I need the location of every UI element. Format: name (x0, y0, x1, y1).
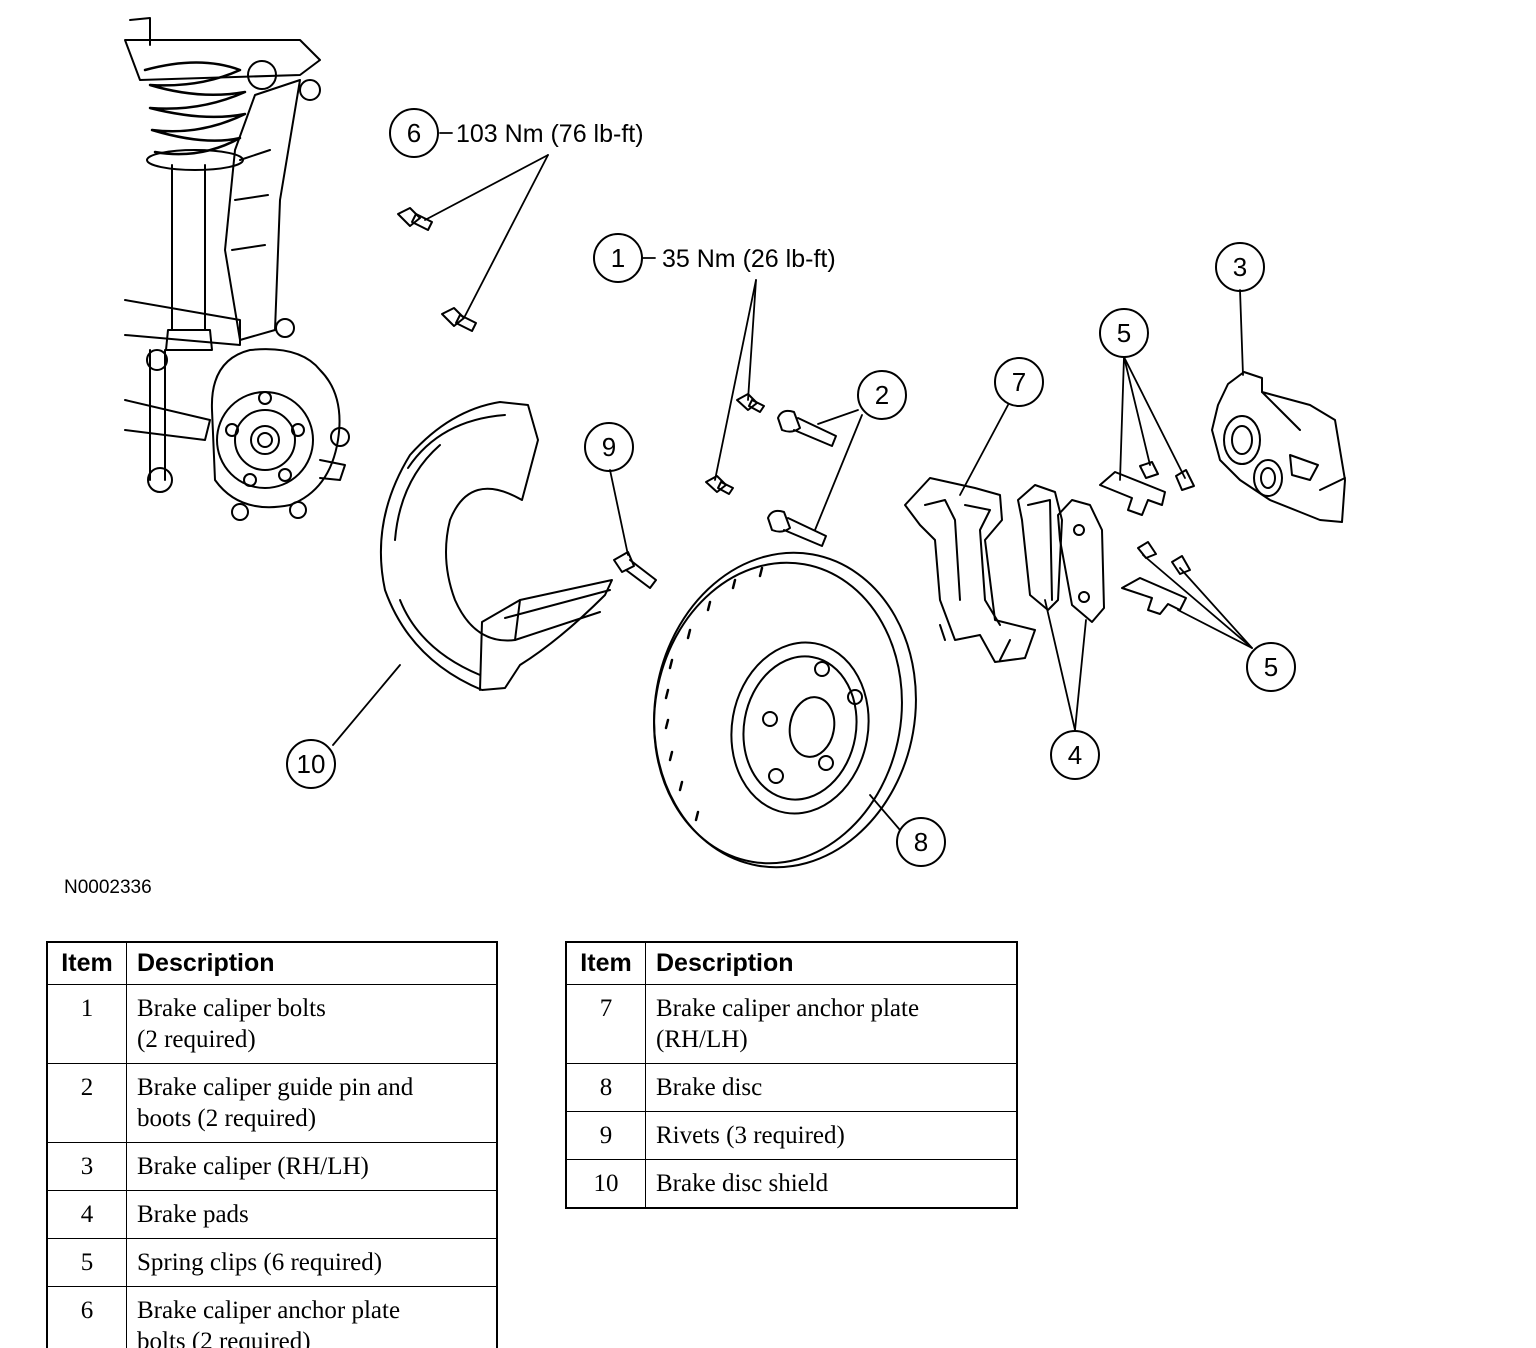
caliper-bolt-upper (736, 393, 765, 413)
header-description: Description (126, 941, 498, 985)
item-number: 1 (46, 984, 127, 1064)
item-number: 6 (46, 1286, 127, 1348)
table-row: 4 Brake pads (46, 1190, 498, 1239)
legend-table-right: Item Description 7 Brake caliper anchor … (565, 941, 1018, 1209)
table-row: 10 Brake disc shield (565, 1159, 1018, 1209)
item-number: 10 (565, 1159, 646, 1209)
exploded-brake-diagram: 1 2 3 4 5 5 6 7 (64, 17, 1346, 898)
legend-header-row: Item Description (565, 941, 1018, 985)
table-row: 9 Rivets (3 required) (565, 1111, 1018, 1160)
svg-text:8: 8 (914, 827, 928, 857)
suspension-knuckle-illustration (124, 17, 350, 521)
brake-pad-inner (1057, 499, 1105, 623)
item-number: 7 (565, 984, 646, 1064)
header-item: Item (565, 941, 646, 985)
brake-disc-shield (379, 401, 613, 691)
svg-text:1: 1 (611, 243, 625, 273)
item-description: Rivets (3 required) (645, 1111, 1018, 1160)
svg-text:7: 7 (1012, 367, 1026, 397)
item-number: 8 (565, 1063, 646, 1112)
table-row: 7 Brake caliper anchor plate(RH/LH) (565, 984, 1018, 1064)
item-description: Brake pads (126, 1190, 498, 1239)
item-number: 5 (46, 1238, 127, 1287)
brake-disc (653, 551, 917, 869)
legend-header-row: Item Description (46, 941, 498, 985)
header-item: Item (46, 941, 127, 985)
svg-text:6: 6 (407, 118, 421, 148)
callout-5-upper: 5 (1099, 308, 1149, 358)
item-number: 4 (46, 1190, 127, 1239)
callout-2: 2 (857, 370, 907, 420)
svg-text:2: 2 (875, 380, 889, 410)
spring-clip-upper (1099, 461, 1195, 516)
table-row: 5 Spring clips (6 required) (46, 1238, 498, 1287)
callout-10: 10 (286, 739, 336, 789)
table-row: 8 Brake disc (565, 1063, 1018, 1112)
brake-caliper-anchor-plate (904, 477, 1036, 663)
table-row: 1 Brake caliper bolts(2 required) (46, 984, 498, 1064)
item-description: Spring clips (6 required) (126, 1238, 498, 1287)
leader-lines (332, 132, 1253, 831)
svg-text:9: 9 (602, 432, 616, 462)
item-description: Brake caliper (RH/LH) (126, 1142, 498, 1191)
table-row: 3 Brake caliper (RH/LH) (46, 1142, 498, 1191)
legend-table-left: Item Description 1 Brake caliper bolts(2… (46, 941, 498, 1348)
callout-5-lower: 5 (1246, 642, 1296, 692)
item-description: Brake disc (645, 1063, 1018, 1112)
guide-pin-lower (767, 509, 827, 547)
item-number: 2 (46, 1063, 127, 1143)
callout-6: 6 (389, 108, 439, 158)
callout-4: 4 (1050, 730, 1100, 780)
svg-text:4: 4 (1068, 740, 1082, 770)
callout-9: 9 (584, 422, 634, 472)
torque-spec-6: 103 Nm (76 lb-ft) (456, 120, 644, 148)
rivet (613, 551, 657, 589)
callout-8: 8 (896, 817, 946, 867)
item-number: 3 (46, 1142, 127, 1191)
svg-text:3: 3 (1233, 252, 1247, 282)
header-description: Description (645, 941, 1018, 985)
brake-caliper (1211, 371, 1346, 523)
svg-text:5: 5 (1117, 318, 1131, 348)
callout-3: 3 (1215, 242, 1265, 292)
callout-1: 1 (593, 233, 643, 283)
guide-pin-upper (777, 409, 837, 447)
svg-text:10: 10 (297, 749, 326, 779)
spring-clip-lower (1121, 541, 1191, 615)
figure-id: N0002336 (64, 877, 152, 898)
item-description: Brake caliper bolts(2 required) (126, 984, 498, 1064)
torque-spec-1: 35 Nm (26 lb-ft) (662, 245, 836, 273)
item-description: Brake disc shield (645, 1159, 1018, 1209)
brake-pad-outer (1017, 484, 1063, 611)
anchor-plate-bolt-lower (441, 307, 477, 332)
callout-7: 7 (994, 357, 1044, 407)
caliper-bolt-lower (705, 475, 734, 495)
item-description: Brake caliper anchor plate(RH/LH) (645, 984, 1018, 1064)
item-number: 9 (565, 1111, 646, 1160)
svg-text:5: 5 (1264, 652, 1278, 682)
